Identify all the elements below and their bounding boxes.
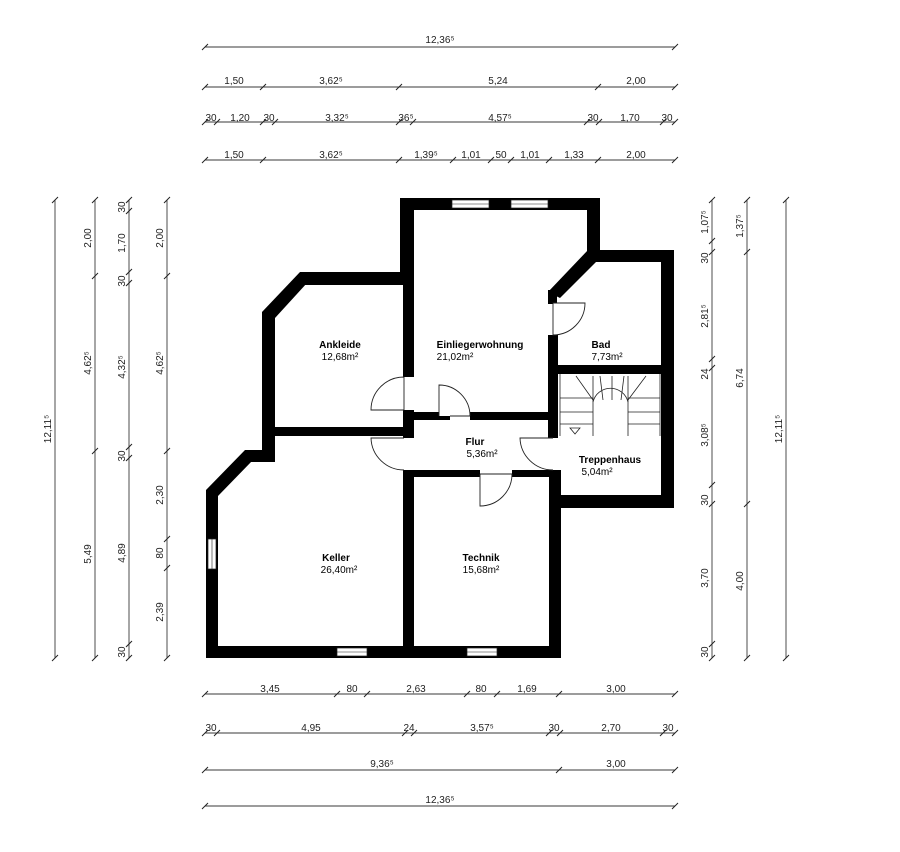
dim-top2-a: 30 (205, 113, 217, 124)
dim-right1-c: 2,81⁵ (700, 304, 711, 328)
dim-top2-i: 30 (661, 113, 673, 124)
room-name-flur: Flur (466, 437, 485, 448)
dim-bot1-e: 1,69 (517, 684, 537, 695)
door-treppenhaus (519, 437, 554, 471)
room-name-bad: Bad (592, 340, 611, 351)
dim-right2-a: 1,37⁵ (735, 214, 746, 238)
dim-top1-d: 2,00 (626, 76, 646, 87)
dim-left-overall: 12,11⁵ (43, 415, 54, 443)
dim-top3-b: 3,62⁵ (319, 150, 343, 161)
dim-top1-b: 3,62⁵ (319, 76, 343, 87)
room-area-flur: 5,36m² (466, 449, 498, 460)
dim-right2-b: 6,74 (735, 368, 746, 388)
room-area-keller: 26,40m² (321, 565, 358, 576)
dim-top3-a: 1,50 (224, 150, 244, 161)
top-dimensions: 12,36⁵ 1,50 3,62⁵ 5,24 2,00 30 1,20 30 3… (201, 35, 679, 164)
door-einlieger (438, 384, 471, 417)
dim-left3-b: 4,62⁵ (155, 351, 166, 375)
dim-top-overall: 12,36⁵ (425, 35, 454, 46)
dim-right1-a: 1,07⁵ (700, 210, 711, 234)
dim-left1-a: 2,00 (83, 228, 94, 248)
walls (206, 198, 674, 658)
dim-top2-g: 30 (587, 113, 599, 124)
dim-top1-c: 5,24 (488, 76, 508, 87)
dim-top3-h: 2,00 (626, 150, 646, 161)
dim-top2-e: 36⁵ (398, 113, 413, 124)
dim-right1-e: 3,08⁵ (700, 423, 711, 447)
dim-right-overall: 12,11⁵ (774, 415, 785, 443)
dim-right1-f: 30 (700, 494, 711, 506)
room-area-treppenhaus: 5,04m² (581, 467, 613, 478)
dim-left2-a: 30 (117, 201, 128, 213)
stairs (559, 374, 661, 436)
room-area-bad: 7,73m² (591, 352, 623, 363)
door-technik (479, 473, 513, 507)
left-dimensions: 12,11⁵ 2,00 4,62⁵ 5,49 30 1,70 30 4,32⁵ … (43, 196, 171, 662)
dim-bot2-e: 30 (548, 723, 560, 734)
dim-left2-b: 1,70 (117, 233, 128, 253)
room-area-ankleide: 12,68m² (322, 352, 359, 363)
dim-bot2-c: 24 (403, 723, 415, 734)
dim-left2-g: 30 (117, 646, 128, 658)
dim-left1-b: 4,62⁵ (83, 351, 94, 375)
dim-left2-e: 30 (117, 450, 128, 462)
dim-left3-a: 2,00 (155, 228, 166, 248)
bottom-dimensions: 3,45 80 2,63 80 1,69 3,00 30 4,95 24 3,5… (201, 684, 679, 810)
dim-top3-e: 50 (495, 150, 507, 161)
dim-top1-a: 1,50 (224, 76, 244, 87)
dim-right2-c: 4,00 (735, 571, 746, 591)
doors (370, 302, 586, 507)
right-dimensions: 1,07⁵ 30 2,81⁵ 24 3,08⁵ 30 3,70 30 1,37⁵… (700, 196, 790, 662)
windows (207, 199, 549, 657)
room-name-ankleide: Ankleide (319, 340, 361, 351)
dim-bottom-overall: 12,36⁵ (425, 795, 454, 806)
dim-bot2-a: 30 (205, 723, 217, 734)
room-area-einliegerwohnung: 21,02m² (437, 352, 474, 363)
dim-top2-b: 1,20 (230, 113, 250, 124)
dim-top2-c: 30 (263, 113, 275, 124)
dim-bot2-f: 2,70 (601, 723, 621, 734)
dim-left2-d: 4,32⁵ (117, 355, 128, 379)
dim-bot2-d: 3,57⁵ (470, 723, 494, 734)
dim-bot1-a: 3,45 (260, 684, 280, 695)
dim-bot1-f: 3,00 (606, 684, 626, 695)
dim-bot1-b: 80 (346, 684, 358, 695)
dim-left2-c: 30 (117, 275, 128, 287)
dim-top3-g: 1,33 (564, 150, 584, 161)
room-labels: Ankleide 12,68m² Einliegerwohnung 21,02m… (319, 340, 641, 576)
door-ankleide (370, 376, 405, 411)
dim-right1-h: 30 (700, 646, 711, 658)
dim-right1-b: 30 (700, 252, 711, 264)
dim-bot3-a: 9,36⁵ (370, 759, 394, 770)
dim-bot2-g: 30 (662, 723, 674, 734)
door-keller (370, 437, 405, 471)
room-name-keller: Keller (322, 553, 350, 564)
dim-top2-f: 4,57⁵ (488, 113, 512, 124)
dim-top2-h: 1,70 (620, 113, 640, 124)
dim-bot3-b: 3,00 (606, 759, 626, 770)
dim-right1-d: 24 (700, 368, 711, 380)
dim-left3-d: 80 (155, 547, 166, 559)
dim-top3-d: 1,01 (461, 150, 481, 161)
room-name-technik: Technik (462, 553, 499, 564)
room-name-treppenhaus: Treppenhaus (579, 455, 642, 466)
dim-left1-c: 5,49 (83, 544, 94, 564)
dim-left3-e: 2,39 (155, 602, 166, 622)
dim-left2-f: 4,89 (117, 543, 128, 563)
dim-bot1-d: 80 (475, 684, 487, 695)
dim-top2-d: 3,32⁵ (325, 113, 349, 124)
dim-bot1-c: 2,63 (406, 684, 426, 695)
door-bad (552, 302, 586, 336)
dim-bot2-b: 4,95 (301, 723, 321, 734)
room-name-einliegerwohnung: Einliegerwohnung (437, 340, 524, 351)
dim-top3-c: 1,39⁵ (414, 150, 438, 161)
dim-left3-c: 2,30 (155, 485, 166, 505)
dim-top3-f: 1,01 (520, 150, 540, 161)
room-area-technik: 15,68m² (463, 565, 500, 576)
dim-right1-g: 3,70 (700, 568, 711, 588)
